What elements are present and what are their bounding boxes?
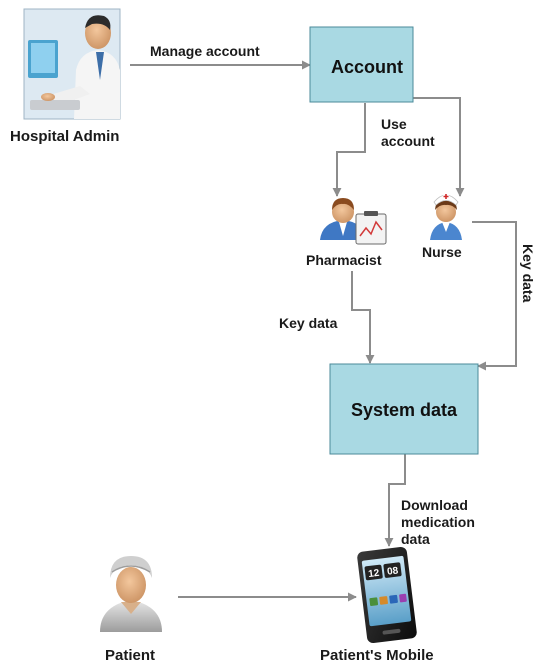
edge-label-manage-account: Manage account [150,43,260,59]
account-label: Account [331,57,403,77]
edge-label-key-data-left: Key data [279,315,338,331]
hospital-admin-photo [23,8,121,120]
edge-label-download-line2: medication [401,514,475,530]
account-box [309,26,414,103]
patient-icon [100,556,162,632]
actor-label-hospital-admin: Hospital Admin [10,128,119,145]
system-data-label: System data [351,400,458,420]
actor-label-patients-mobile: Patient's Mobile [320,647,434,664]
arrow-account-to-pharmacist [332,103,366,197]
actor-label-patient: Patient [105,647,155,664]
edge-label-download-line3: data [401,531,430,547]
actor-label-nurse: Nurse [422,244,462,260]
phone-clock-minutes: 08 [387,565,400,577]
arrow-account-to-nurse [412,97,465,197]
system-data-box [329,363,479,455]
pharmacist-icon [320,198,387,245]
arrows [130,60,517,602]
phone-clock-hours: 12 [368,568,381,580]
arrow-nurse-to-system-data [472,221,517,371]
arrow-pharmacist-to-system-data [351,271,375,364]
edge-label-use-account-line2: account [381,133,435,149]
edge-label-key-data-right: Key data [520,244,533,303]
edge-label-download-line1: Download [401,497,468,513]
system-data-node: System data [329,363,479,455]
arrow-system-data-to-mobile [384,454,406,547]
actor-label-pharmacist: Pharmacist [306,252,382,268]
account-node: Account [309,26,414,103]
nurse-icon [430,193,462,240]
edge-label-use-account-line1: Use [381,116,407,132]
patient-mobile-phone: 12 08 [357,546,417,644]
